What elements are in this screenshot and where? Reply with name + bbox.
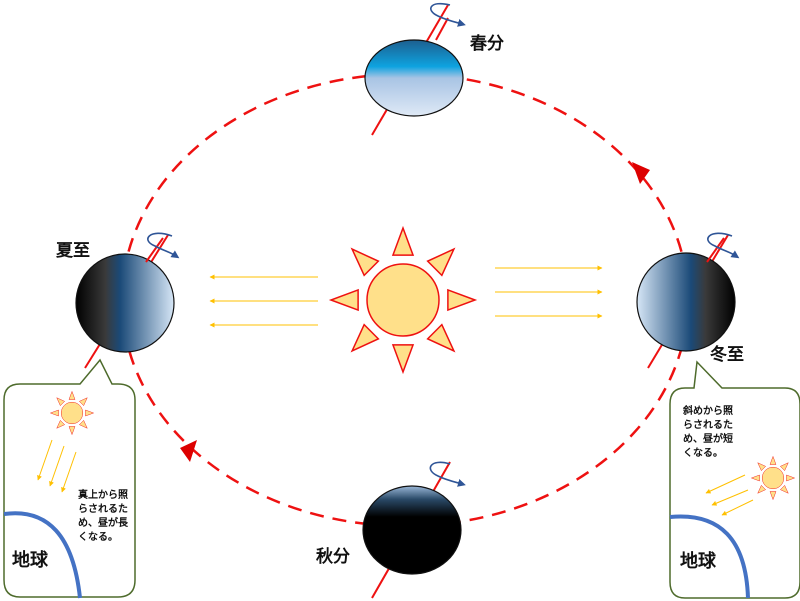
earth-label: 地球 [680, 550, 717, 572]
orbit-direction-arrow [180, 440, 197, 462]
sun-disc [761, 466, 785, 490]
sun-rays-left [209, 274, 318, 328]
label-winter-solstice: 冬至 [710, 344, 744, 365]
sun-ray-triangle [328, 288, 359, 312]
sun-ray-triangle [391, 225, 415, 256]
earth-winter-solstice [636, 232, 740, 369]
sun-ray-triangle [786, 474, 796, 482]
earth-summer-solstice [75, 232, 180, 369]
rotation-arrow-icon [147, 232, 180, 259]
earth-surface-curve [3, 511, 82, 599]
sun-ray-triangle [79, 420, 88, 429]
sun-ray-triangle [49, 409, 59, 417]
sun-ray-triangle [350, 247, 380, 277]
callout-summer: 真上から照 らされるた め、昼が長 くなる。 地球 [3, 358, 136, 599]
earth-surface-curve [669, 514, 750, 599]
earth-label: 地球 [12, 549, 49, 571]
callout-text: 真上から照 らされるた め、昼が長 くなる。 [78, 488, 131, 543]
sun-ray-triangle [426, 247, 456, 277]
orbit-direction-arrow [632, 162, 650, 184]
rotation-arrow-icon [707, 232, 740, 259]
sun-ray-triangle [769, 491, 777, 501]
sun-ray-triangle [85, 409, 95, 417]
sun-ray-triangle [757, 485, 766, 494]
sun-rays-right [495, 265, 603, 319]
sun-ray-triangle [426, 323, 456, 353]
sun-ray-triangle [56, 420, 65, 429]
sun-disc [60, 401, 84, 425]
earth-autumn-equinox [362, 461, 466, 599]
label-summer-solstice: 夏至 [56, 241, 90, 261]
sun-ray-triangle [780, 462, 789, 471]
sun-ray-triangle [769, 455, 777, 465]
sun-ray-triangle [447, 288, 478, 312]
sun-ray-triangle [68, 426, 76, 436]
label-spring-equinox: 春分 [470, 33, 504, 54]
callout-winter: 斜めから照 らされるた め、昼が短 くなる。 地球 [669, 360, 800, 599]
sunlight-rays [37, 439, 77, 493]
sun-ray-triangle [750, 474, 760, 482]
sun-ray-triangle [391, 344, 415, 375]
earth-spring-equinox [364, 2, 466, 136]
sun-disc [366, 263, 440, 337]
sunlight-rays [705, 474, 754, 516]
sun-icon [328, 225, 478, 375]
label-autumn-equinox: 秋分 [316, 546, 350, 567]
sun-ray-triangle [757, 462, 766, 471]
sun-icon [750, 455, 796, 501]
sun-ray-triangle [68, 390, 76, 400]
sun-ray-triangle [56, 397, 65, 406]
sun-ray-triangle [780, 485, 789, 494]
sun-ray-triangle [350, 323, 380, 353]
sun-ray-triangle [79, 397, 88, 406]
rotation-arrow-icon [429, 461, 466, 487]
callout-text: 斜めから照 らされるた め、昼が短 くなる。 [682, 404, 736, 459]
sun-icon [49, 390, 95, 436]
rotation-arrow-icon [430, 2, 466, 27]
